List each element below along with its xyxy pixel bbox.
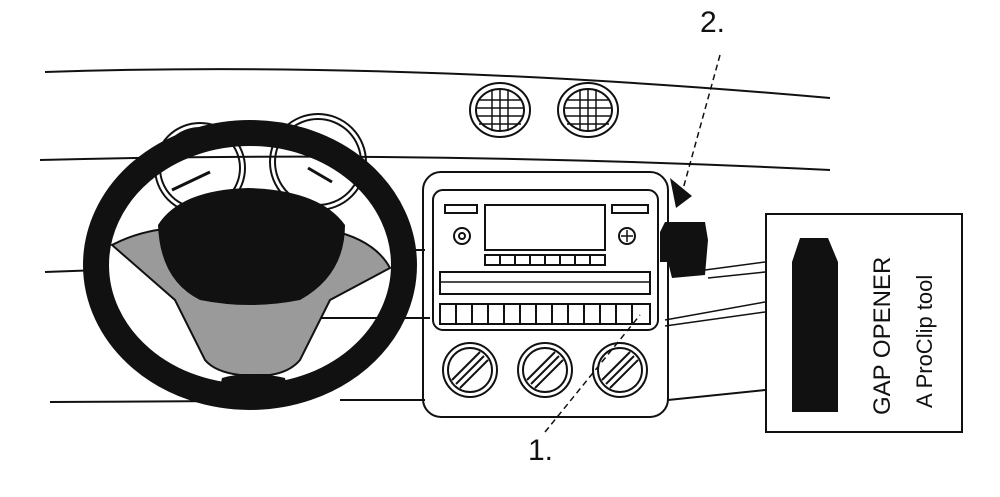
callout-label-1: 1. <box>528 434 554 467</box>
center-console <box>422 171 669 418</box>
console-bezel <box>422 171 669 418</box>
dashboard-bottom-line-far <box>667 389 766 401</box>
air-vent-right <box>557 82 619 138</box>
climate-knob-left <box>442 342 498 398</box>
climate-knob-right <box>592 342 648 398</box>
climate-knob-center <box>517 342 573 398</box>
tool-pointer-line-c <box>664 301 766 321</box>
radio-panel <box>432 189 659 331</box>
mounting-bracket <box>660 178 708 278</box>
tool-pointer-line-d <box>664 311 766 327</box>
radio-preset-row <box>484 254 606 266</box>
dashboard-top-edge <box>44 68 831 99</box>
steering-wheel-rim <box>83 120 417 410</box>
tool-box-subtitle: A ProClip tool <box>912 275 937 408</box>
tool-pointer-line-b <box>707 271 766 279</box>
center-air-vents <box>469 82 619 138</box>
leader-lines <box>544 54 766 433</box>
radio-cd-slot <box>439 271 651 295</box>
gap-opener-tool-icon <box>792 238 838 412</box>
callout-label-2: 2. <box>700 6 726 39</box>
tool-pointer-line-a <box>704 261 766 271</box>
gap-opener-tool-box: GAP OPENER A ProClip tool <box>765 213 963 433</box>
tool-box-title: GAP OPENER <box>869 257 896 415</box>
leader-line-2 <box>679 54 721 201</box>
leader-line-1 <box>544 314 641 433</box>
radio-bottom-buttons <box>439 303 651 325</box>
steering-wheel-hub <box>158 188 345 305</box>
radio-knobs <box>453 227 636 245</box>
steering-wheel <box>83 120 417 410</box>
bracket-arrow-head <box>670 178 692 208</box>
radio-display <box>484 204 606 251</box>
climate-knobs <box>442 342 648 398</box>
air-vent-left <box>469 82 531 138</box>
radio-top-buttons <box>444 204 649 214</box>
